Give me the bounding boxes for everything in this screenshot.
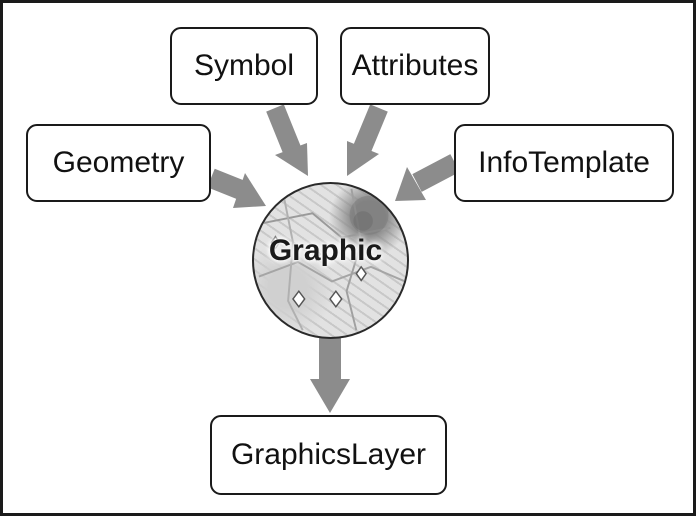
geometry-label: Geometry: [52, 146, 185, 179]
arrow-symbol-to-graphic: [266, 104, 308, 176]
attributes-label: Attributes: [351, 49, 479, 82]
graphicslayer-node: GraphicsLayer: [210, 415, 447, 495]
graphicslayer-label: GraphicsLayer: [230, 438, 427, 471]
graphic-node: Graphic: [252, 182, 409, 339]
infotemplate-node: InfoTemplate: [454, 124, 674, 202]
arrows-layer: [207, 104, 460, 413]
arrow-infotemplate-to-graphic: [395, 154, 460, 201]
arrow-attributes-to-graphic: [347, 104, 388, 176]
infotemplate-label: InfoTemplate: [478, 146, 650, 179]
symbol-label: Symbol: [193, 49, 295, 82]
arrow-graphic-to-graphicslayer: [310, 337, 350, 413]
graphic-label: Graphic: [268, 233, 383, 267]
map-texture-image: [258, 188, 406, 331]
symbol-node: Symbol: [170, 27, 318, 105]
attributes-node: Attributes: [340, 27, 490, 105]
arrow-geometry-to-graphic: [207, 168, 266, 208]
geometry-node: Geometry: [26, 124, 211, 202]
